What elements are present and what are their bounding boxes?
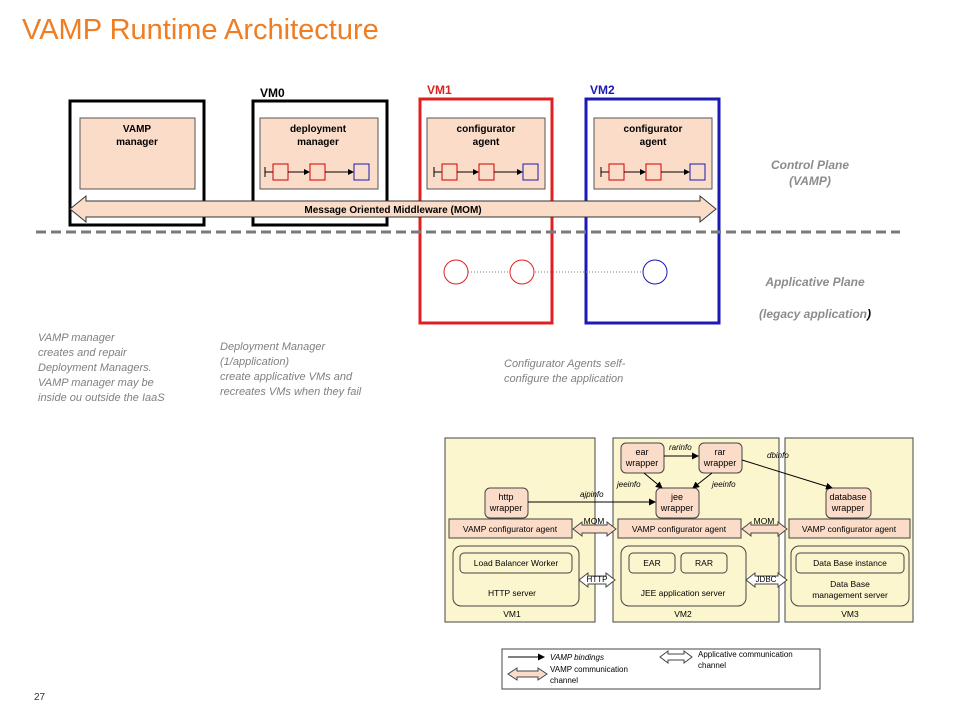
http-wrapper-label-1: http [498, 492, 513, 502]
mom-channel-2-label: MOM [754, 516, 775, 526]
vm2-name: VM2 [674, 609, 692, 619]
legend-vamp-comm-label-2: channel [550, 676, 578, 685]
database-wrapper-label-1: database [829, 492, 866, 502]
legend-app-comm-label-1: Applicative communication [698, 650, 793, 659]
http-wrapper-label-2: wrapper [489, 503, 523, 513]
jee-server-box [620, 545, 747, 607]
mom-channel-1 [572, 520, 617, 538]
deployment-manager-box [259, 117, 379, 190]
page-number: 27 [34, 692, 46, 703]
legend-vamp-comm-label-1: VAMP communication [550, 665, 628, 674]
vm0-frame [251, 99, 389, 227]
ear-wrapper [620, 442, 665, 474]
rar-wrapper-label-2: wrapper [703, 458, 737, 468]
vm3-name: VM3 [841, 609, 859, 619]
vm2-agent-label: VAMP configurator agent [632, 524, 727, 534]
configurator-agent-vm2-label-2: agent [640, 137, 667, 148]
db-server-box [790, 545, 910, 607]
rar-wrapper-label-1: rar [715, 447, 726, 457]
vamp-manager-box [79, 117, 196, 190]
component-chain-vm1 [433, 163, 539, 181]
jeeinfo-right-binding [692, 472, 713, 489]
applicative-plane-label: Applicative Plane (legacy application) [735, 258, 895, 322]
jee-wrapper [655, 487, 700, 519]
rar-label: RAR [695, 558, 713, 568]
jee-server-label: JEE application server [641, 588, 726, 598]
vamp-manager-note: VAMP manager creates and repair Deployme… [38, 332, 165, 404]
configurator-note: Configurator Agents self- configure the … [504, 358, 626, 385]
ajpinfo-label: ajpinfo [580, 490, 604, 499]
http-wrapper [484, 487, 529, 519]
vm1-label: VM1 [427, 83, 452, 97]
vm1-agent-label: VAMP configurator agent [463, 524, 558, 534]
applicative-plane-line2: (legacy application [758, 307, 868, 321]
runtime-architecture-diagram: VAMP manager deployment manager configur… [36, 97, 900, 325]
db-server-label-2: management server [812, 590, 888, 600]
legend-bindings-label: VAMP bindings [550, 653, 604, 662]
database-wrapper-label-2: wrapper [831, 503, 865, 513]
vm1-name: VM1 [503, 609, 521, 619]
jeeinfo-left-binding [643, 472, 663, 489]
control-plane-label: Control Plane (VAMP) [770, 158, 849, 188]
jeeinfo-left-label: jeeinfo [616, 480, 641, 489]
db-instance-label: Data Base instance [813, 558, 887, 568]
rarinfo-label: rarinfo [669, 443, 692, 452]
mom-label: Message Oriented Middleware (MOM) [304, 205, 481, 216]
mom-channel-1-label: MOM [584, 516, 605, 526]
rar-box [680, 552, 728, 574]
vm2-label: VM2 [590, 83, 615, 97]
load-balancer-worker-box [459, 552, 573, 574]
load-balancer-worker-label: Load Balancer Worker [474, 558, 559, 568]
database-wrapper [825, 487, 872, 519]
jeeinfo-right-label: jeeinfo [711, 480, 736, 489]
jee-wrapper-label-1: jee [670, 492, 683, 502]
http-channel [578, 571, 616, 589]
vm3-configurator-agent [788, 518, 911, 539]
applicative-plane-paren: ) [867, 307, 872, 321]
db-instance-box [795, 552, 905, 574]
legend-vamp-channel-arrow [507, 667, 548, 681]
dbinfo-label: dbinfo [767, 451, 789, 460]
http-channel-label: HTTP [587, 575, 608, 584]
mom-channel-2 [741, 520, 788, 538]
ear-wrapper-label-2: wrapper [625, 458, 659, 468]
configurator-agent-vm1-label-2: agent [473, 137, 500, 148]
ear-box [628, 552, 676, 574]
vm0-label: VM0 [260, 86, 285, 100]
vamp-manager-label-2: manager [116, 137, 158, 148]
deployment-manager-label-1: deployment [290, 124, 347, 135]
ear-wrapper-label-1: ear [635, 447, 648, 457]
component-chain-vm2 [600, 163, 706, 181]
ear-label: EAR [643, 558, 660, 568]
applicative-plane-line1: Applicative Plane [765, 275, 865, 289]
legacy-component-vm1-a [443, 259, 469, 285]
deployment-manager-label-2: manager [297, 137, 339, 148]
deployment-manager-note: Deployment Manager (1/application) creat… [220, 341, 362, 398]
configurator-agent-vm2-label-1: configurator [624, 124, 683, 135]
vm1-configurator-agent [448, 518, 573, 539]
vm2-configurator-agent [617, 518, 742, 539]
legacy-application-diagram: ear wrapper rar wrapper http wrapper jee… [444, 437, 914, 690]
db-server-label-1: Data Base [830, 579, 870, 589]
legend-app-comm-label-2: channel [698, 661, 726, 670]
vm3-agent-label: VAMP configurator agent [802, 524, 897, 534]
configurator-agent-vm2-box [593, 117, 713, 190]
legacy-component-vm2 [642, 259, 668, 285]
configurator-agent-vm1-label-1: configurator [457, 124, 516, 135]
configurator-agent-vm1-box [426, 117, 546, 190]
component-chain-vm0 [264, 163, 370, 181]
dbinfo-binding [741, 459, 833, 490]
vamp-manager-frame [68, 99, 206, 227]
jdbc-channel [745, 571, 788, 589]
http-server-label: HTTP server [488, 588, 536, 598]
jee-wrapper-label-2: wrapper [660, 503, 694, 513]
jdbc-channel-label: JDBC [756, 575, 777, 584]
vamp-manager-label-1: VAMP [123, 124, 151, 135]
http-server-box [452, 545, 580, 607]
rar-wrapper [698, 442, 743, 474]
legend-app-channel-arrow [659, 650, 693, 664]
slide-title: VAMP Runtime Architecture [22, 14, 379, 46]
legacy-component-vm1-b [509, 259, 535, 285]
mom-double-arrow [69, 194, 717, 224]
